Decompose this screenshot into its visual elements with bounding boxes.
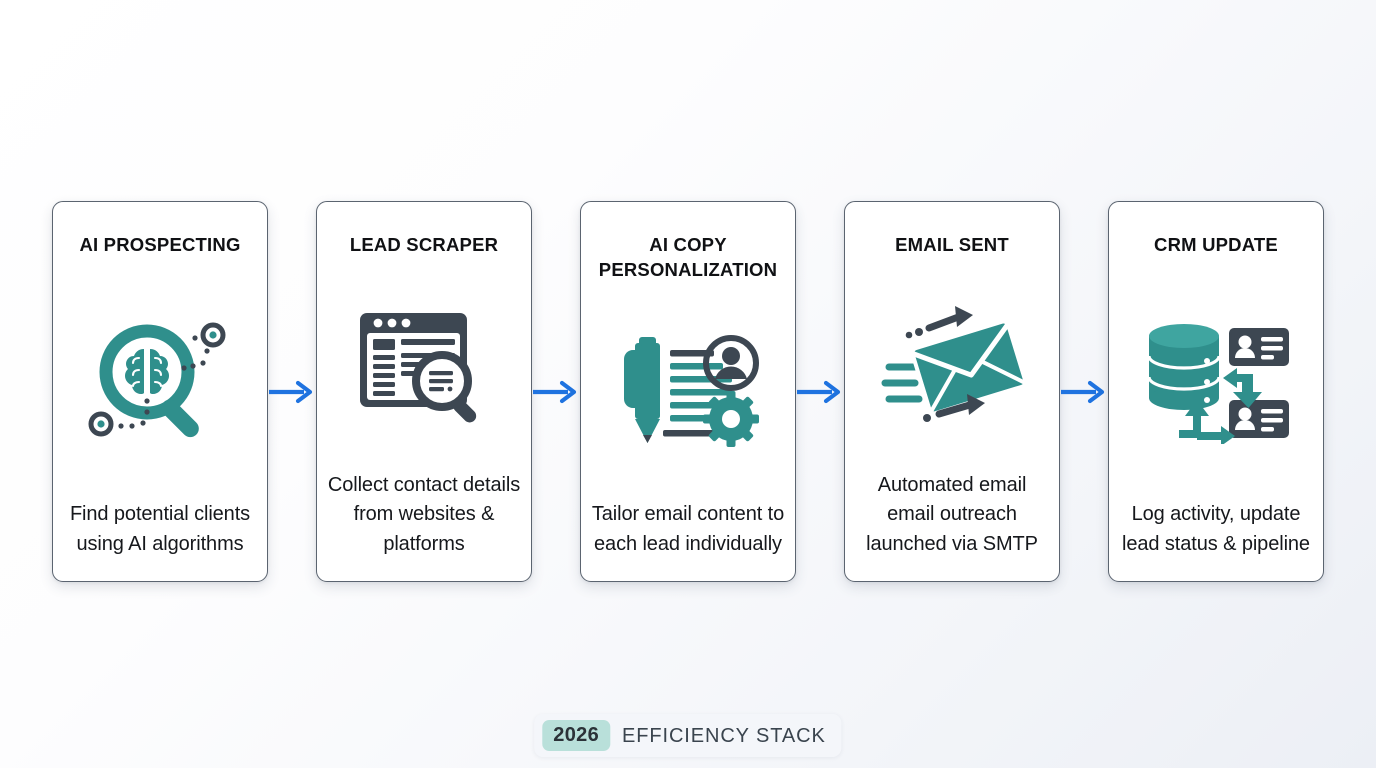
flow-step-card-crm-update[interactable]: CRM UPDATE — [1108, 201, 1324, 582]
arrow-right-icon — [268, 201, 316, 582]
process-flow: AI PROSPECTING — [52, 201, 1324, 582]
database-contacts-sync-icon — [1119, 257, 1313, 500]
flow-step-card-email-sent[interactable]: EMAIL SENT — [844, 201, 1060, 582]
flying-envelope-icon — [855, 257, 1049, 471]
footer-badge: 2026 EFFICIENCY STACK — [534, 714, 842, 757]
card-description: Tailor email content to each lead indivi… — [591, 503, 785, 555]
card-title: LEAD SCRAPER — [349, 234, 499, 255]
card-description: Collect contact details from websites & … — [327, 473, 521, 555]
flow-step-card-ai-copy-personalization[interactable]: AI COPY PERSONALIZATION — [580, 201, 796, 582]
arrow-right-icon — [1060, 201, 1108, 582]
card-description: Automated email email outreach launched … — [866, 473, 1038, 555]
card-description: Log activity, update lead status & pipel… — [1122, 503, 1310, 555]
pen-document-person-gear-icon — [591, 282, 785, 500]
flow-step-card-ai-prospecting[interactable]: AI PROSPECTING — [52, 201, 268, 582]
brain-magnifier-icon — [63, 257, 257, 500]
arrow-right-icon — [532, 201, 580, 582]
card-description: Find potential clients using AI algorith… — [69, 503, 251, 555]
card-title: AI PROSPECTING — [79, 234, 241, 255]
flow-step-card-lead-scraper[interactable]: LEAD SCRAPER — [316, 201, 532, 582]
badge-year: 2026 — [542, 720, 611, 751]
card-title: EMAIL SENT — [895, 234, 1009, 255]
card-title: CRM UPDATE — [1154, 234, 1278, 255]
card-title: AI COPY PERSONALIZATION — [598, 234, 778, 280]
badge-label: EFFICIENCY STACK — [622, 724, 826, 747]
browser-search-icon — [327, 257, 521, 471]
arrow-right-icon — [796, 201, 844, 582]
